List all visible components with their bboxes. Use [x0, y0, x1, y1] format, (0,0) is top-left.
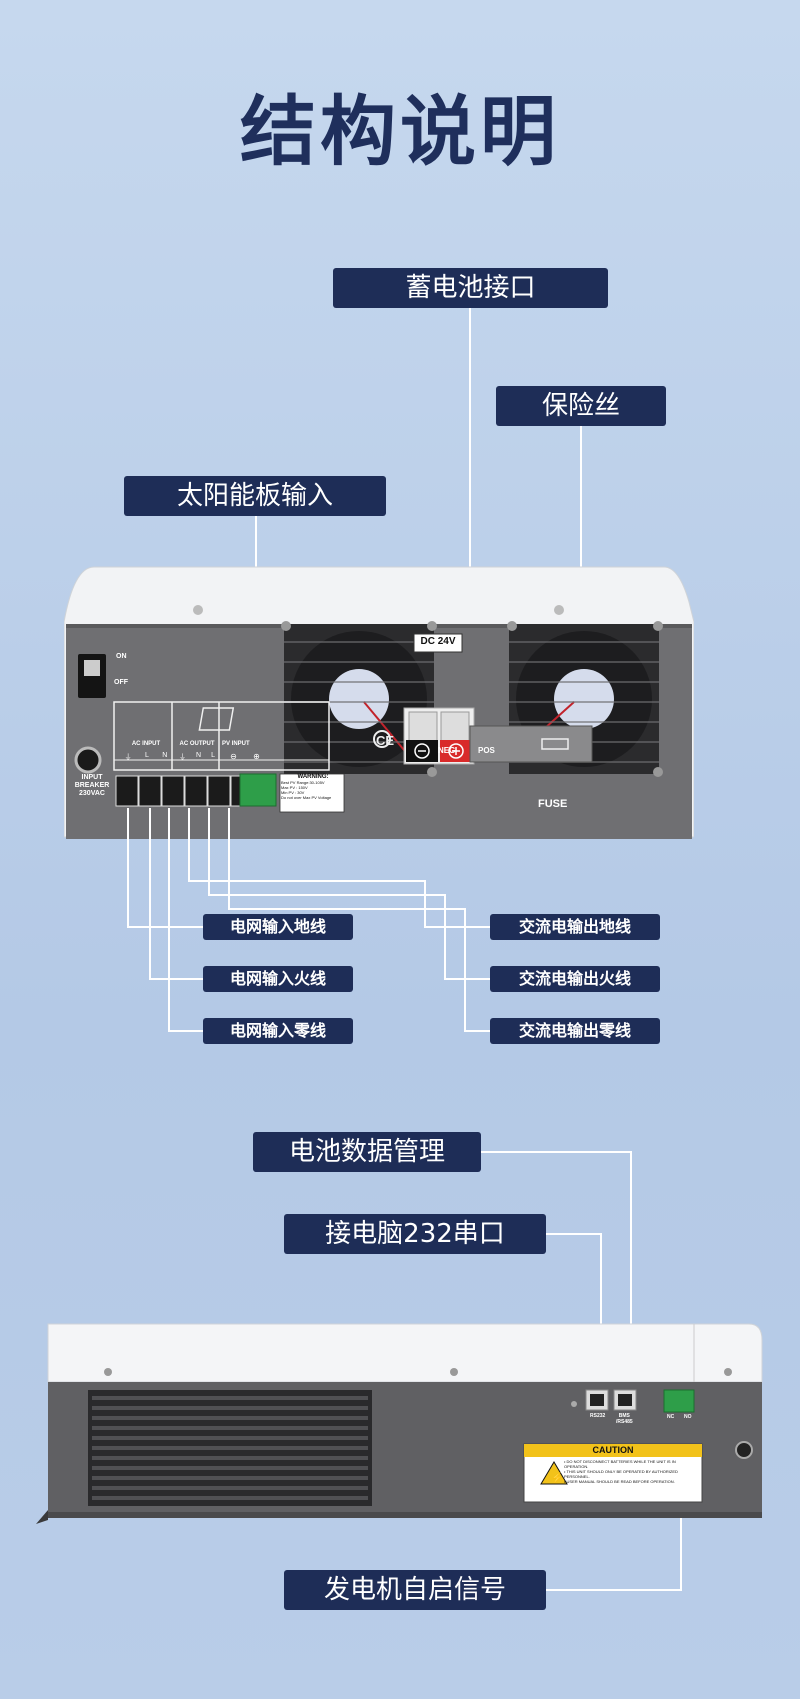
label-fuse: 保险丝	[496, 386, 666, 426]
label-ac-out-live: 交流电输出火线	[490, 966, 660, 992]
ac-input-label: AC INPUT	[131, 741, 161, 747]
pv-terminal	[239, 773, 277, 807]
nc-label: NC	[667, 1414, 675, 1420]
fan-left	[284, 624, 434, 774]
wire-line-grid-ground	[127, 808, 129, 926]
label-battery-interface: 蓄电池接口	[333, 268, 608, 308]
label-solar-input: 太阳能板输入	[124, 476, 386, 516]
switch-off-label: OFF	[114, 679, 128, 686]
label-rs232: 接电脑232串口	[284, 1214, 546, 1254]
wire-line-grid-neutral	[168, 808, 170, 1030]
label-ac-out-neutral: 交流电输出零线	[490, 1018, 660, 1044]
no-label: NO	[684, 1414, 692, 1420]
caution-title: CAUTION	[592, 1445, 634, 1455]
input-breaker	[74, 746, 102, 774]
fuse-label: FUSE	[538, 798, 568, 810]
wire-line-ac-out-live	[208, 808, 210, 894]
dc-voltage-label: DC 24V	[420, 636, 456, 647]
inverter-rear-panel	[64, 566, 694, 839]
connector-line-bms	[481, 1151, 631, 1153]
bms-port-label: BMS /RS485	[616, 1413, 633, 1425]
ac-output-label: AC OUTPUT	[179, 741, 215, 747]
caution-text: • DO NOT DISCONNECT BATTERIES WHILE THE …	[564, 1459, 678, 1484]
connector-line-rs232	[546, 1233, 602, 1235]
pv-input-label: PV INPUT	[222, 741, 250, 747]
fuse-plate	[469, 725, 593, 763]
label-grid-live: 电网输入火线	[203, 966, 353, 992]
page-title: 结构说明	[240, 87, 560, 176]
warning-sticker	[279, 773, 345, 813]
pos-label: POS	[478, 746, 495, 755]
dry-contact-terminal	[663, 1389, 695, 1413]
ce-mark: CE	[376, 733, 395, 748]
wire-line-ac-out-neutral	[228, 808, 230, 908]
label-grid-neutral: 电网输入零线	[203, 1018, 353, 1044]
inverter-side-panel: ⚡	[36, 1323, 763, 1524]
breaker-label: INPUT BREAKER 230VAC	[74, 774, 110, 797]
label-ac-out-ground: 交流电输出地线	[490, 914, 660, 940]
pv-terminal-marks: ⊖⊕	[230, 752, 260, 761]
connector-line-battery	[469, 308, 471, 670]
connector-line-generator	[546, 1589, 682, 1591]
switch-on-label: ON	[116, 653, 127, 660]
wire-line-ac-out-ground	[188, 808, 190, 880]
rs232-port-label: RS232	[590, 1413, 606, 1419]
label-grid-ground: 电网输入地线	[203, 914, 353, 940]
label-bms: 电池数据管理	[253, 1132, 481, 1172]
label-generator: 发电机自启信号	[284, 1570, 546, 1610]
warning-text: WARNING: Best PV Range:30-105V Max PV : …	[281, 774, 332, 800]
neg-label: NEG	[438, 746, 456, 755]
svg-text:⚡: ⚡	[551, 1471, 563, 1484]
wire-line-grid-live	[149, 808, 151, 978]
